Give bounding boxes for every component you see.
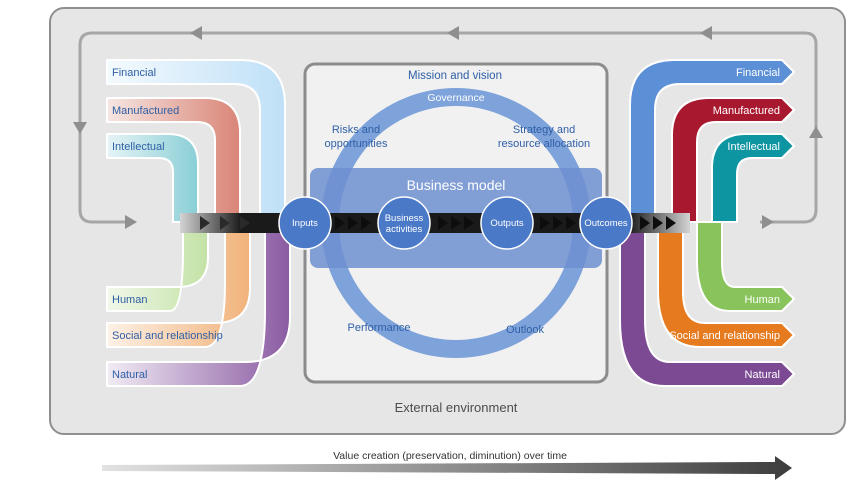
chevron-right-icon [240, 216, 250, 230]
chevron-right-icon [220, 216, 230, 230]
ribbon-natural-out [619, 221, 795, 387]
chevron-right-icon [335, 216, 345, 230]
ribbon-social-in [106, 221, 251, 348]
ribbon-human-in [106, 221, 209, 312]
outcome-manufactured-label: Manufactured [713, 105, 780, 117]
chevron-right-icon [540, 216, 550, 230]
ribbon-intellectual-out [711, 133, 795, 223]
business-activities-label-2: activities [386, 224, 423, 235]
arrow-right-icon [762, 215, 774, 229]
chevron-right-icon [653, 216, 663, 230]
input-intellectual-label: Intellectual [112, 141, 165, 153]
timeline-label: Value creation (preservation, diminution… [333, 450, 567, 462]
arrow-up-icon [809, 126, 823, 138]
node-outcomes [579, 196, 633, 250]
arrow-right-icon [125, 215, 137, 229]
outcome-social-label: Social and relationship [669, 330, 780, 342]
input-social-label: Social and relationship [112, 330, 223, 342]
arrow-left-icon [190, 26, 202, 40]
ribbon-manufactured-out [671, 97, 795, 223]
risks-label-2: opportunities [325, 138, 388, 150]
input-human-label: Human [112, 294, 147, 306]
flow-chevrons [200, 216, 676, 230]
chevron-right-icon [553, 216, 563, 230]
input-ribbons [106, 59, 291, 387]
outlook-label: Outlook [506, 324, 544, 336]
business-activities-label-1: Business [385, 213, 424, 224]
input-natural-label: Natural [112, 369, 147, 381]
outcome-natural-label: Natural [745, 369, 780, 381]
business-model-label: Business model [407, 177, 506, 193]
chevron-right-icon [666, 216, 676, 230]
governance-label: Governance [427, 92, 484, 104]
chevron-right-icon [451, 216, 461, 230]
mission-vision-label: Mission and vision [408, 70, 502, 82]
outputs-label: Outputs [490, 218, 524, 229]
chevron-right-icon [566, 216, 576, 230]
node-inputs [278, 196, 332, 250]
output-ribbons [619, 59, 795, 387]
chevron-right-icon [640, 216, 650, 230]
ribbon-human-out [696, 221, 795, 312]
chevron-right-icon [438, 216, 448, 230]
outcomes-label: Outcomes [584, 218, 628, 229]
ribbon-social-out [657, 221, 795, 348]
feedback-arrowheads [73, 26, 823, 229]
ribbon-intellectual-in [106, 133, 199, 223]
timeline-arrow [102, 456, 792, 480]
input-financial-label: Financial [112, 67, 156, 79]
flow-nodes [278, 196, 633, 250]
outcome-human-label: Human [745, 294, 780, 306]
node-business-activities [377, 196, 431, 250]
inputs-label: Inputs [292, 218, 318, 229]
strategy-label-2: resource allocation [498, 138, 590, 150]
chevron-right-icon [348, 216, 358, 230]
input-manufactured-label: Manufactured [112, 105, 179, 117]
ribbon-financial-out [629, 59, 795, 223]
chevron-right-icon [361, 216, 371, 230]
performance-label: Performance [348, 322, 411, 334]
arrow-left-icon [447, 26, 459, 40]
arrow-down-icon [73, 122, 87, 134]
external-environment-label: External environment [395, 400, 518, 415]
chevron-right-icon [200, 216, 210, 230]
outcome-intellectual-label: Intellectual [727, 141, 780, 153]
node-outputs [480, 196, 534, 250]
chevron-right-icon [464, 216, 474, 230]
strategy-label-1: Strategy and [513, 124, 575, 136]
arrow-left-icon [700, 26, 712, 40]
outcome-financial-label: Financial [736, 67, 780, 79]
risks-label-1: Risks and [332, 124, 380, 136]
